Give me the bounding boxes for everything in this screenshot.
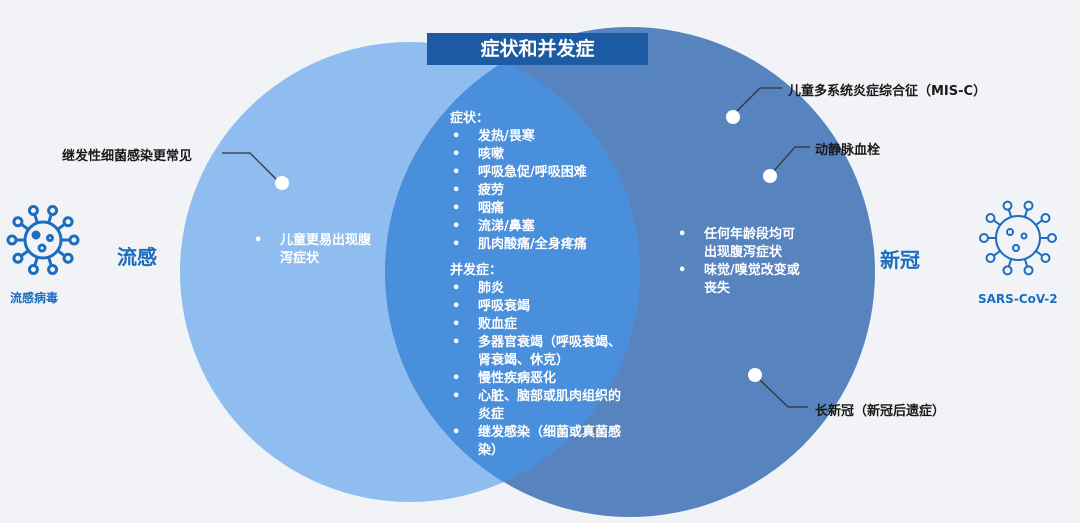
list-item: 多器官衰竭（呼吸衰竭、肾衰竭、休克） bbox=[450, 334, 625, 370]
covid-icon-caption: SARS-CoV-2 bbox=[978, 292, 1058, 306]
callout-dot bbox=[763, 169, 777, 183]
covid-unique-list: 任何年龄段均可出现腹泻症状 味觉/嗅觉改变或丧失 bbox=[676, 226, 801, 298]
list-item: 败血症 bbox=[450, 316, 625, 334]
covid-label: 新冠 bbox=[880, 248, 920, 272]
callout-dot bbox=[275, 176, 289, 190]
flu-icon-caption: 流感病毒 bbox=[10, 291, 59, 305]
thrombosis-callout: 动静脉血栓 bbox=[815, 143, 881, 158]
list-item: 咽痛 bbox=[450, 200, 625, 218]
list-item: 味觉/嗅觉改变或丧失 bbox=[676, 262, 801, 298]
long-covid-callout: 长新冠（新冠后遗症） bbox=[815, 404, 946, 419]
callout-dot bbox=[726, 110, 740, 124]
flu-callout: 继发性细菌感染更常见 bbox=[62, 149, 193, 164]
list-item: 儿童更易出现腹泻症状 bbox=[252, 232, 372, 268]
list-item: 疲劳 bbox=[450, 182, 625, 200]
list-item: 肌肉酸痛/全身疼痛 bbox=[450, 236, 625, 254]
list-item: 心脏、脑部或肌肉组织的炎症 bbox=[450, 388, 625, 424]
diagram-title: 症状和并发症 bbox=[427, 33, 648, 65]
list-item: 呼吸急促/呼吸困难 bbox=[450, 164, 625, 182]
sars-cov-2-virus-icon bbox=[979, 200, 1057, 276]
flu-label: 流感 bbox=[117, 245, 157, 269]
symptoms-header: 症状： bbox=[450, 111, 490, 126]
shared-list: 症状： 发热/畏寒咳嗽呼吸急促/呼吸困难疲劳咽痛流涕/鼻塞肌肉酸痛/全身疼痛 并… bbox=[450, 110, 625, 460]
list-item: 继发感染（细菌或真菌感染） bbox=[450, 424, 625, 460]
list-item: 肺炎 bbox=[450, 280, 625, 298]
influenza-virus-icon bbox=[6, 205, 80, 275]
list-item: 发热/畏寒 bbox=[450, 128, 625, 146]
list-item: 呼吸衰竭 bbox=[450, 298, 625, 316]
callout-lines bbox=[222, 87, 810, 408]
list-item: 任何年龄段均可出现腹泻症状 bbox=[676, 226, 801, 262]
complications-header: 并发症： bbox=[450, 263, 503, 278]
mis-c-callout: 儿童多系统炎症综合征（MIS-C） bbox=[788, 84, 987, 99]
list-item: 咳嗽 bbox=[450, 146, 625, 164]
list-item: 慢性疾病恶化 bbox=[450, 370, 625, 388]
callout-dot bbox=[748, 368, 762, 382]
flu-unique-list: 儿童更易出现腹泻症状 bbox=[252, 232, 372, 268]
list-item: 流涕/鼻塞 bbox=[450, 218, 625, 236]
